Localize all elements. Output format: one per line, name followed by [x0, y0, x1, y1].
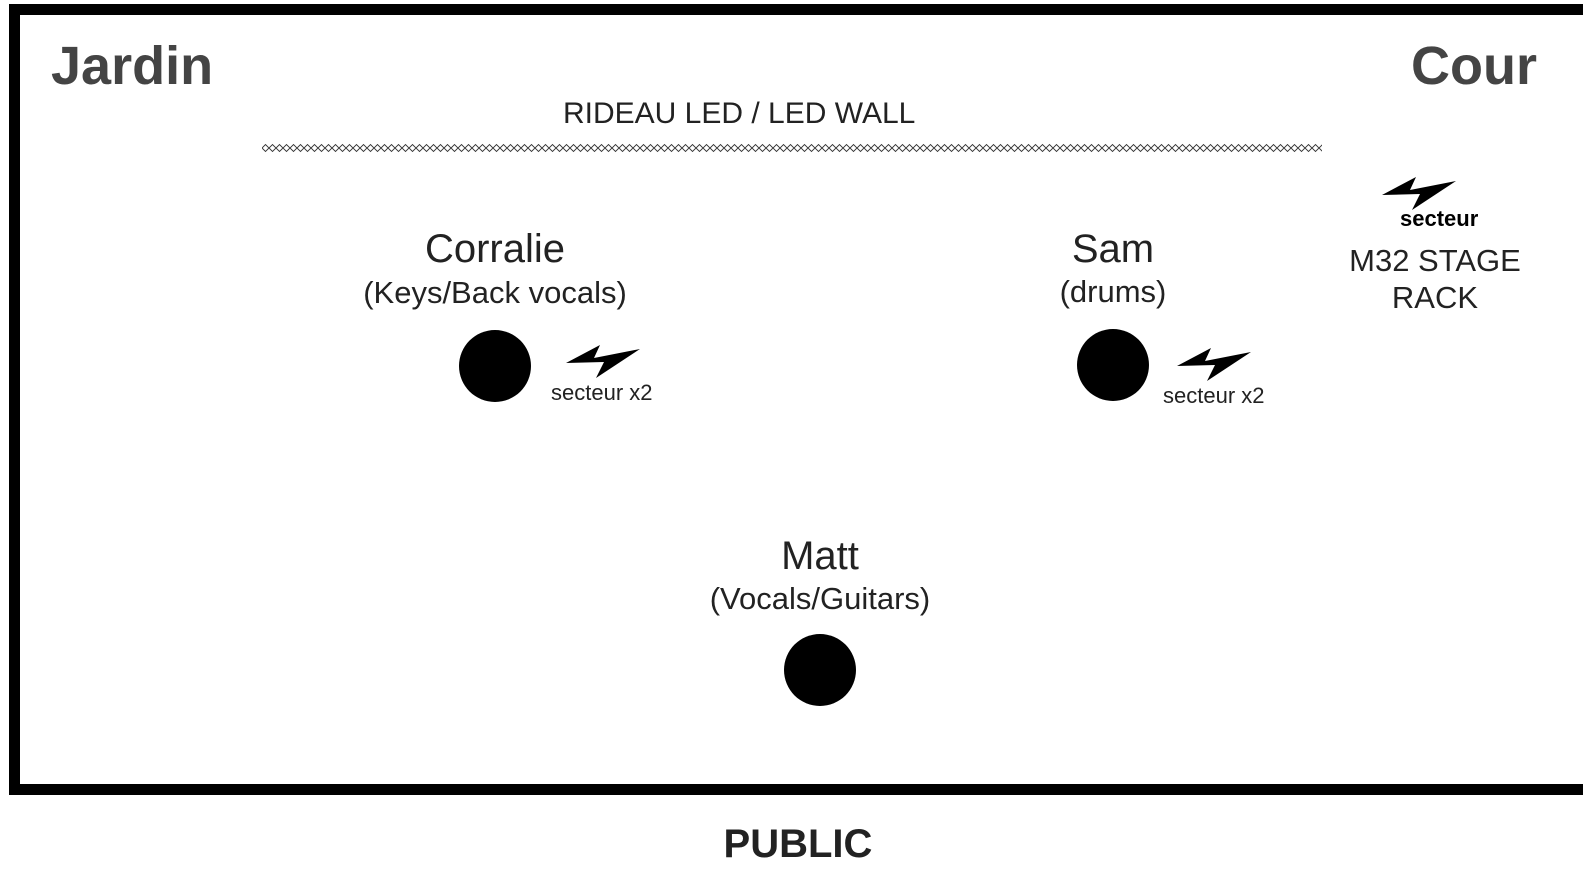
- stage-rack-label: M32 STAGE RACK: [1335, 242, 1535, 316]
- lightning-bolt-icon: [1382, 177, 1456, 210]
- musician-role-corralie: (Keys/Back vocals): [363, 275, 627, 310]
- stage-left-label: Jardin: [51, 36, 214, 96]
- stage-right-label: Cour: [1411, 36, 1537, 96]
- musician-name-corralie: Corralie: [424, 227, 566, 271]
- musician-position-marker-sam: [1077, 329, 1149, 401]
- musician-name-sam: Sam: [1071, 227, 1155, 271]
- power-outlet-label-sam: secteur x2: [1163, 383, 1265, 408]
- musician-position-marker-matt: [784, 634, 856, 706]
- stage-rack-label-line-2: RACK: [1391, 280, 1479, 315]
- musician-role-sam: (drums): [1059, 274, 1167, 309]
- musician-name-matt: Matt: [781, 534, 859, 578]
- power-outlet-label-corralie: secteur x2: [551, 380, 653, 405]
- musician-position-marker-corralie: [459, 330, 531, 402]
- lightning-bolt-icon: [1177, 348, 1251, 381]
- power-outlet-label-rack: secteur: [1400, 206, 1479, 231]
- stage-outline: [9, 4, 1583, 795]
- led-wall-label: RIDEAU LED / LED WALL: [563, 97, 916, 130]
- led-wall-line: [262, 143, 1322, 153]
- lightning-bolt-icon: [566, 345, 640, 378]
- musician-role-matt: (Vocals/Guitars): [709, 581, 931, 616]
- stage-rack-label-line-1: M32 STAGE: [1349, 243, 1521, 278]
- audience-label: PUBLIC: [723, 822, 873, 866]
